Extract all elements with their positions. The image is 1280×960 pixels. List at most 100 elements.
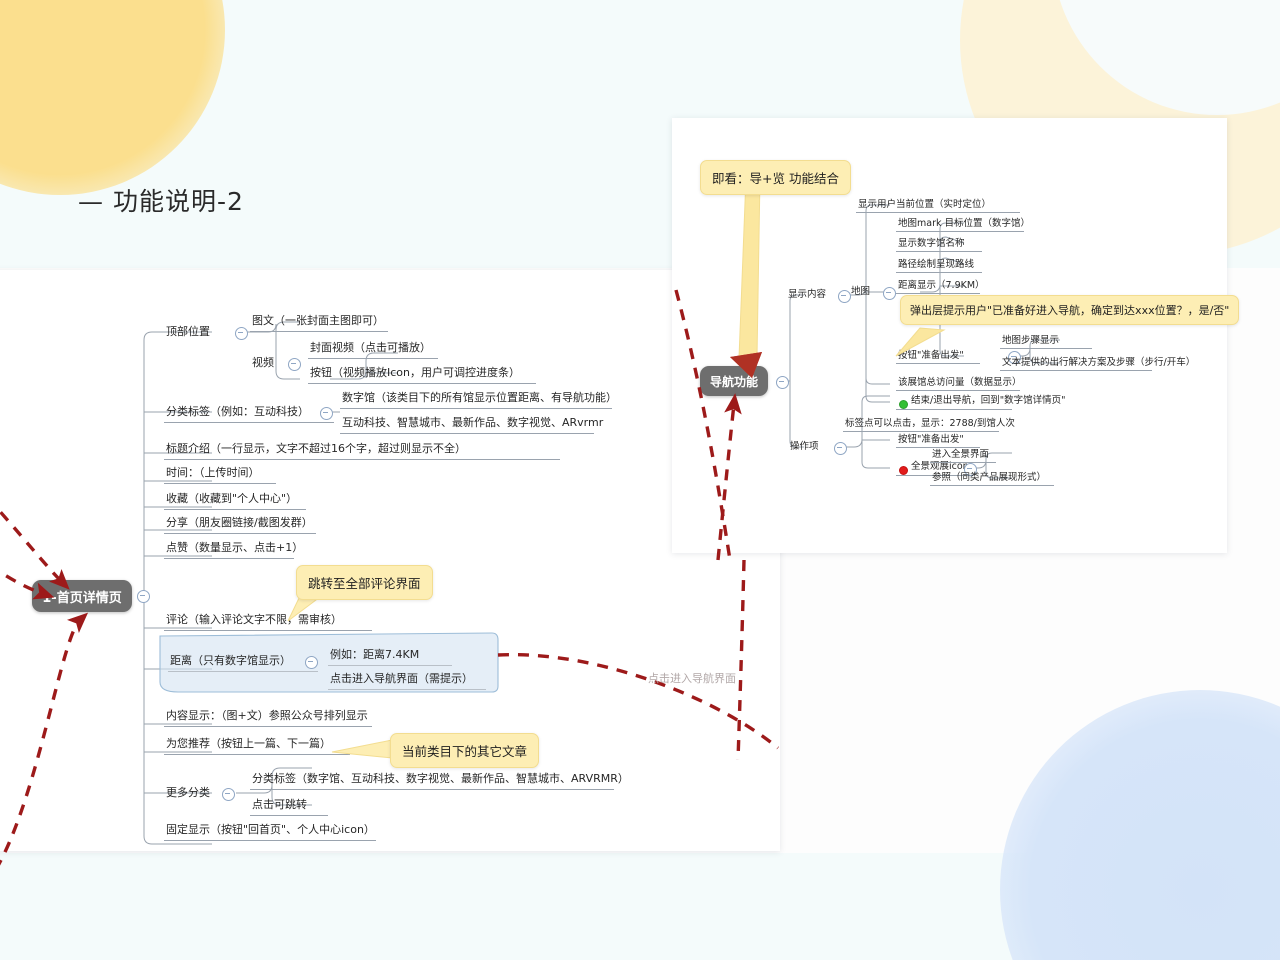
node-panorama-view-icon[interactable]: 全景观展icon [911, 461, 969, 472]
underline-tag-click-visits [843, 431, 999, 432]
node-route-drawing[interactable]: 路径绘制呈现路线 [898, 259, 975, 270]
node-time[interactable]: 时间：（上传时间） [166, 466, 260, 479]
node-distance-display[interactable]: 距离显示（7.9KM） [898, 280, 985, 291]
collapse-toggle-category-tag[interactable] [320, 407, 333, 420]
underline-enter-navigation [328, 689, 486, 690]
collapse-toggle-display-content[interactable] [838, 290, 851, 303]
underline-category-tag [164, 422, 334, 423]
underline-travel-solution-text [1000, 370, 1152, 371]
underline-video-button [308, 383, 536, 384]
node-fixed-display[interactable]: 固定显示（按钮"回首页"、个人中心icon） [166, 823, 375, 836]
underline-distance [168, 671, 318, 672]
collapse-toggle-panorama-view[interactable] [964, 463, 977, 476]
node-reference-similar-products[interactable]: 参照（同类产品展现形式） [932, 472, 1047, 483]
node-title-intro[interactable]: 标题介绍（一行显示，文字不超过16个字，超过则显示不全） [166, 442, 466, 455]
node-button-ready-to-go-operation[interactable]: 按钮"准备出发" [898, 434, 964, 445]
underline-route-drawing [896, 272, 982, 273]
node-digital-hall[interactable]: 数字馆（该类目下的所有馆显示位置距离、有导航功能） [342, 391, 617, 404]
node-enter-navigation[interactable]: 点击进入导航界面（需提示） [330, 672, 473, 685]
callout-nav-concept: 即看：导+览 功能结合 [700, 160, 851, 195]
underline-exit-navigation [896, 409, 1012, 410]
underline-button-ready-to-go-display [896, 363, 980, 364]
underline-distance-example [328, 665, 452, 666]
page-title: — 功能说明-2 [78, 187, 244, 216]
node-show-hall-name[interactable]: 显示数字馆名称 [898, 238, 965, 249]
node-hall-total-visits[interactable]: 该展馆总访问量（数据显示） [898, 377, 1022, 388]
node-clickable-jump[interactable]: 点击可跳转 [252, 798, 307, 811]
node-more-category-tags[interactable]: 分类标签（数字馆、互动科技、数字视觉、最新作品、智慧城市、ARVRMR） [252, 772, 629, 785]
collapse-toggle-button-ready-to-go[interactable] [1008, 351, 1021, 364]
underline-enter-panorama-interface [930, 462, 996, 463]
node-enter-panorama-interface[interactable]: 进入全景界面 [932, 449, 990, 460]
underline-user-current-location [856, 212, 1020, 213]
node-distance-example[interactable]: 例如：距离7.4KM [330, 648, 420, 661]
underline-content-display [164, 726, 372, 727]
node-content-display[interactable]: 内容显示：（图+文）参照公众号排列显示 [166, 709, 368, 722]
collapse-toggle-video[interactable] [288, 358, 301, 371]
underline-reference-similar-products [930, 485, 1054, 486]
node-like[interactable]: 点赞（数量显示、点击+1） [166, 541, 304, 554]
node-cover-video[interactable]: 封面视频（点击可播放） [310, 341, 431, 354]
root-node-home-label: 1-首页详情页 [42, 590, 122, 606]
underline-panorama-view-icon [896, 475, 970, 476]
collapse-toggle-map[interactable] [883, 287, 896, 300]
underline-map-mark-target [896, 231, 1024, 232]
node-user-current-location[interactable]: 显示用户当前位置（实时定位） [858, 199, 992, 210]
green-bullet-icon [899, 400, 908, 409]
node-distance[interactable]: 距离（只有数字馆显示） [170, 654, 291, 667]
underline-cover-video [308, 358, 438, 359]
node-share[interactable]: 分享（朋友圈链接/截图发群） [166, 516, 313, 529]
node-more-categories[interactable]: 更多分类 [166, 786, 210, 799]
node-travel-solution-text[interactable]: 文本提供的出行解决方案及步骤（步行/开车） [1002, 357, 1196, 368]
node-category-tag[interactable]: 分类标签（例如：互动科技） [166, 405, 309, 418]
collapse-toggle-navigation-root[interactable] [776, 376, 789, 389]
red-bullet-icon [899, 466, 908, 475]
node-comment[interactable]: 评论（输入评论文字不限，需审核） [166, 613, 342, 626]
underline-recommend [164, 754, 350, 755]
node-category-list[interactable]: 互动科技、智慧城市、最新作品、数字视觉、ARvrmr [342, 416, 604, 429]
flow-annotation-label: 点击进入导航界面 [648, 672, 736, 685]
collapse-toggle-more-categories[interactable] [222, 788, 235, 801]
node-favorite[interactable]: 收藏（收藏到"个人中心"） [166, 492, 298, 505]
underline-digital-hall [340, 408, 612, 409]
collapse-toggle-operation-items[interactable] [834, 442, 847, 455]
node-display-content[interactable]: 显示内容 [788, 289, 827, 300]
node-map-steps-display[interactable]: 地图步骤显示 [1002, 335, 1060, 346]
underline-title-intro [164, 459, 560, 460]
underline-fixed-display [164, 840, 376, 841]
yellow-blob-top-left-icon [0, 0, 225, 195]
underline-map-steps-display [1000, 348, 1092, 349]
collapse-toggle-distance[interactable] [305, 656, 318, 669]
underline-distance-display [896, 293, 980, 294]
callout-other-articles: 当前类目下的其它文章 [390, 733, 540, 768]
node-button-ready-to-go-display[interactable]: 按钮"准备出发" [898, 350, 964, 361]
node-map-mark-target[interactable]: 地图mark 目标位置（数字馆） [898, 218, 1031, 229]
underline-favorite [164, 509, 306, 510]
underline-hall-total-visits [896, 390, 1020, 391]
root-node-navigation-label: 导航功能 [709, 374, 758, 389]
node-image-text[interactable]: 图文（一张封面主图即可） [252, 314, 384, 327]
node-video[interactable]: 视频 [252, 356, 274, 369]
root-node-navigation[interactable]: 导航功能 [700, 366, 768, 396]
node-exit-navigation[interactable]: 结束/退出导航，回到"数字馆详情页" [911, 395, 1066, 406]
underline-image-text [250, 331, 388, 332]
node-video-button[interactable]: 按钮（视频播放Icon，用户可调控进度条） [310, 366, 520, 379]
underline-time [164, 483, 276, 484]
node-operation-items[interactable]: 操作项 [790, 441, 819, 452]
underline-button-ready-to-go-operation [896, 447, 980, 448]
underline-clickable-jump [250, 815, 328, 816]
collapse-toggle-top-position[interactable] [235, 327, 248, 340]
node-top-position[interactable]: 顶部位置 [166, 325, 210, 338]
underline-comment [164, 630, 372, 631]
node-tag-click-visits[interactable]: 标签点可以点击，显示：2788/到馆人次 [845, 418, 1015, 429]
underline-share [164, 533, 316, 534]
root-node-home-detail[interactable]: 1-首页详情页 [32, 580, 132, 612]
collapse-toggle-home-root[interactable] [137, 590, 150, 603]
callout-jump-to-comments: 跳转至全部评论界面 [296, 565, 433, 600]
underline-like [164, 558, 294, 559]
node-recommend[interactable]: 为您推荐（按钮上一篇、下一篇） [166, 737, 331, 750]
node-map[interactable]: 地图 [851, 286, 871, 297]
underline-category-list [340, 433, 594, 434]
callout-popup-prompt: 弹出层提示用户"已准备好进入导航，确定到达xxx位置？，是/否" [900, 295, 1240, 325]
underline-more-category-tags [250, 789, 614, 790]
